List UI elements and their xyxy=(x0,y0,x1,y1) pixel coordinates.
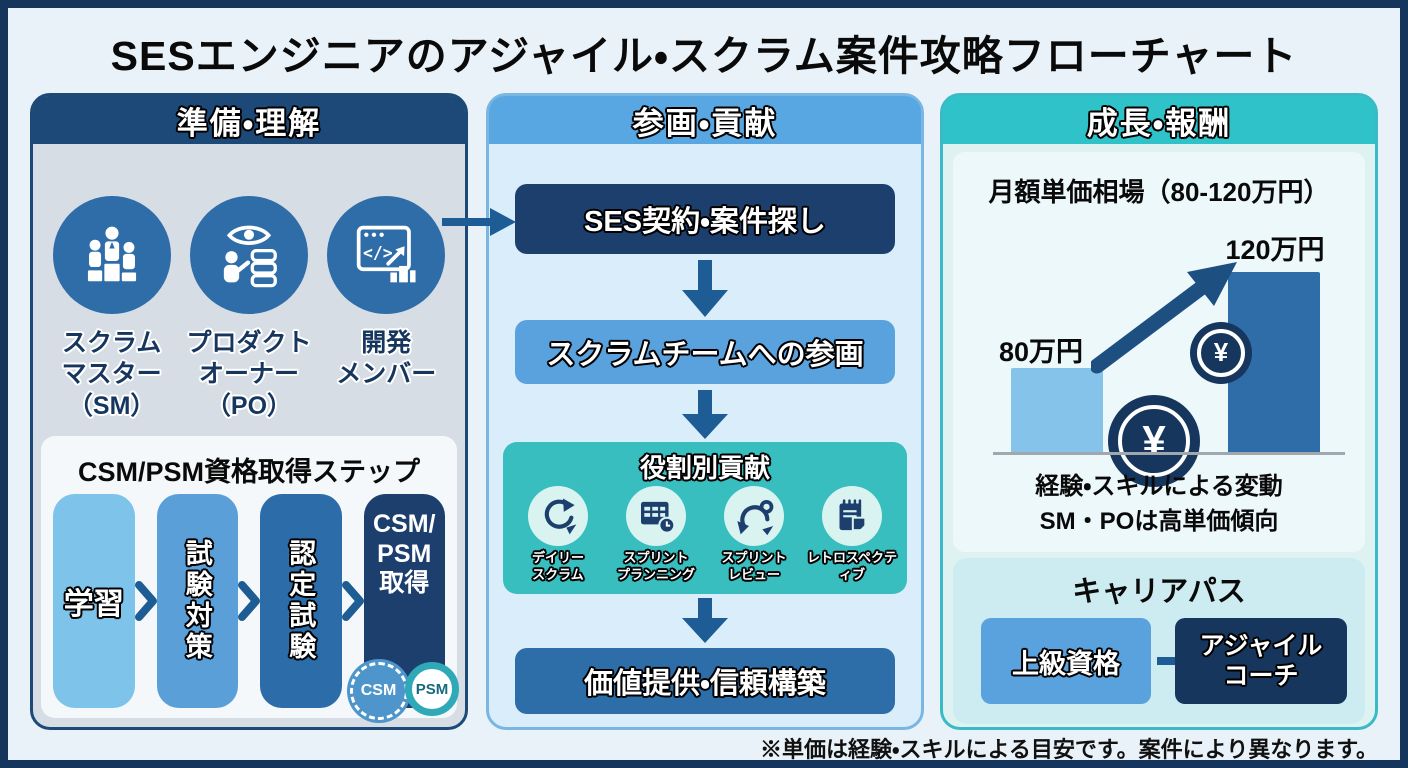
event-sprint-planning: スプリント プランニング xyxy=(607,486,705,584)
role-label: スクラム マスター （SM） xyxy=(61,329,162,420)
bar-value-label-80: 80万円 xyxy=(998,337,1084,367)
bar-value-label-120: 120万円 xyxy=(1225,235,1325,265)
flow-step-deliver-value: 価値提供・信頼構築 xyxy=(515,648,895,714)
role-product-owner: プロダクト オーナー （PO） xyxy=(181,196,317,422)
join-header: 参画・貢献 xyxy=(489,96,921,144)
retrospective-icon xyxy=(822,486,882,546)
chevron-right-icon xyxy=(238,579,260,623)
cert-step-study: 学習 xyxy=(53,494,135,708)
event-daily-scrum: デイリー スクラム xyxy=(509,486,607,584)
psm-badge-icon: PSM xyxy=(405,662,459,716)
code-window-icon: </> xyxy=(327,196,446,314)
cert-steps-row: 学習 試験対策 認定試験 CSM xyxy=(41,494,459,720)
career-step-agile-coach: アジャイル コーチ xyxy=(1175,618,1347,704)
scrum-events-row: デイリー スクラム スプリ xyxy=(503,486,907,584)
event-sprint-review: スプリント レビュー xyxy=(705,486,803,584)
rate-title: 月額単価相場（80-120万円） xyxy=(988,177,1330,207)
sprint-planning-icon xyxy=(626,486,686,546)
join-column: 参画・貢献 SES契約・案件探し スクラムチームへの参画 役割別貢献 xyxy=(486,93,924,730)
cert-step-acquire: CSM/ PSM 取得 CSM PSM xyxy=(349,494,459,720)
podium-people-icon xyxy=(52,196,171,314)
prep-header: 準備・理解 xyxy=(33,96,465,144)
down-arrow-icon xyxy=(489,598,921,644)
svg-text:</>: </> xyxy=(363,243,393,262)
chevron-right-icon xyxy=(134,579,157,623)
growth-column: 成長・報酬 月額単価相場（80-120万円） 80万円 120万円 ¥ ¥ xyxy=(940,93,1378,730)
eye-backlog-icon xyxy=(189,196,308,314)
prep-column: 準備・理解 スクラム マスター （SM） xyxy=(30,93,468,730)
contribution-title: 役割別貢献 xyxy=(639,453,770,483)
flow-step-ses-contract: SES契約・案件探し xyxy=(515,184,895,254)
event-label: スプリント プランニング xyxy=(616,550,695,582)
chevron-right-icon xyxy=(341,579,364,623)
bar-80 xyxy=(1011,368,1103,452)
chart-baseline xyxy=(993,452,1345,455)
csm-badge-icon: CSM xyxy=(349,662,408,720)
role-label: プロダクト オーナー （PO） xyxy=(186,329,312,420)
event-label: レトロスペクテ ィブ xyxy=(806,550,898,582)
cert-step-certification-exam: 認定試験 xyxy=(260,494,342,708)
event-label: スプリント レビュー xyxy=(721,550,787,582)
event-retrospective: レトロスペクテ ィブ xyxy=(803,486,901,584)
role-dev-member: </> 開発 メンバー xyxy=(318,196,454,422)
career-step-advanced-cert: 上級資格 xyxy=(981,618,1151,704)
down-arrow-icon xyxy=(489,260,921,318)
growth-header: 成長・報酬 xyxy=(943,96,1375,144)
cert-step-exam-prep: 試験対策 xyxy=(156,494,238,708)
page-title: SESエンジニアのアジャイル・スクラム案件攻略フローチャート xyxy=(110,33,1298,79)
footer-disclaimer: ※単価は経験・スキルによる目安です。案件により異なります。 xyxy=(760,737,1378,762)
sprint-review-icon xyxy=(724,486,784,546)
cert-acquire-label: CSM/ PSM 取得 xyxy=(373,510,436,597)
contribution-box: 役割別貢献 デイリー スクラム xyxy=(503,442,907,594)
role-scrum-master: スクラム マスター （SM） xyxy=(44,196,180,422)
down-arrow-icon xyxy=(489,390,921,440)
rate-notes: 経験・スキルによる変動 SM・POは高単価傾向 xyxy=(1035,473,1283,535)
scrum-roles-row: スクラム マスター （SM） xyxy=(33,196,465,422)
column-link-arrow-icon xyxy=(442,204,516,245)
growth-arrow-icon xyxy=(1089,260,1241,380)
event-label: デイリー スクラム xyxy=(531,550,584,582)
cert-steps-panel: CSM/PSM資格取得ステップ 学習 試験対策 認定試験 xyxy=(41,436,459,720)
yen-coin-icon: ¥ xyxy=(1108,395,1200,487)
cert-steps-title: CSM/PSM資格取得ステップ xyxy=(77,457,420,487)
role-label: 開発 メンバー xyxy=(336,329,437,389)
career-panel: キャリアパス 上級資格 アジャイル コーチ xyxy=(953,558,1365,724)
career-title: キャリアパス xyxy=(1072,576,1246,608)
daily-scrum-icon xyxy=(528,486,588,546)
flow-step-join-scrum-team: スクラムチームへの参画 xyxy=(515,320,895,384)
rate-panel: 月額単価相場（80-120万円） 80万円 120万円 ¥ ¥ 経験・スキルによ… xyxy=(953,152,1365,552)
yen-coin-icon: ¥ xyxy=(1190,322,1252,384)
